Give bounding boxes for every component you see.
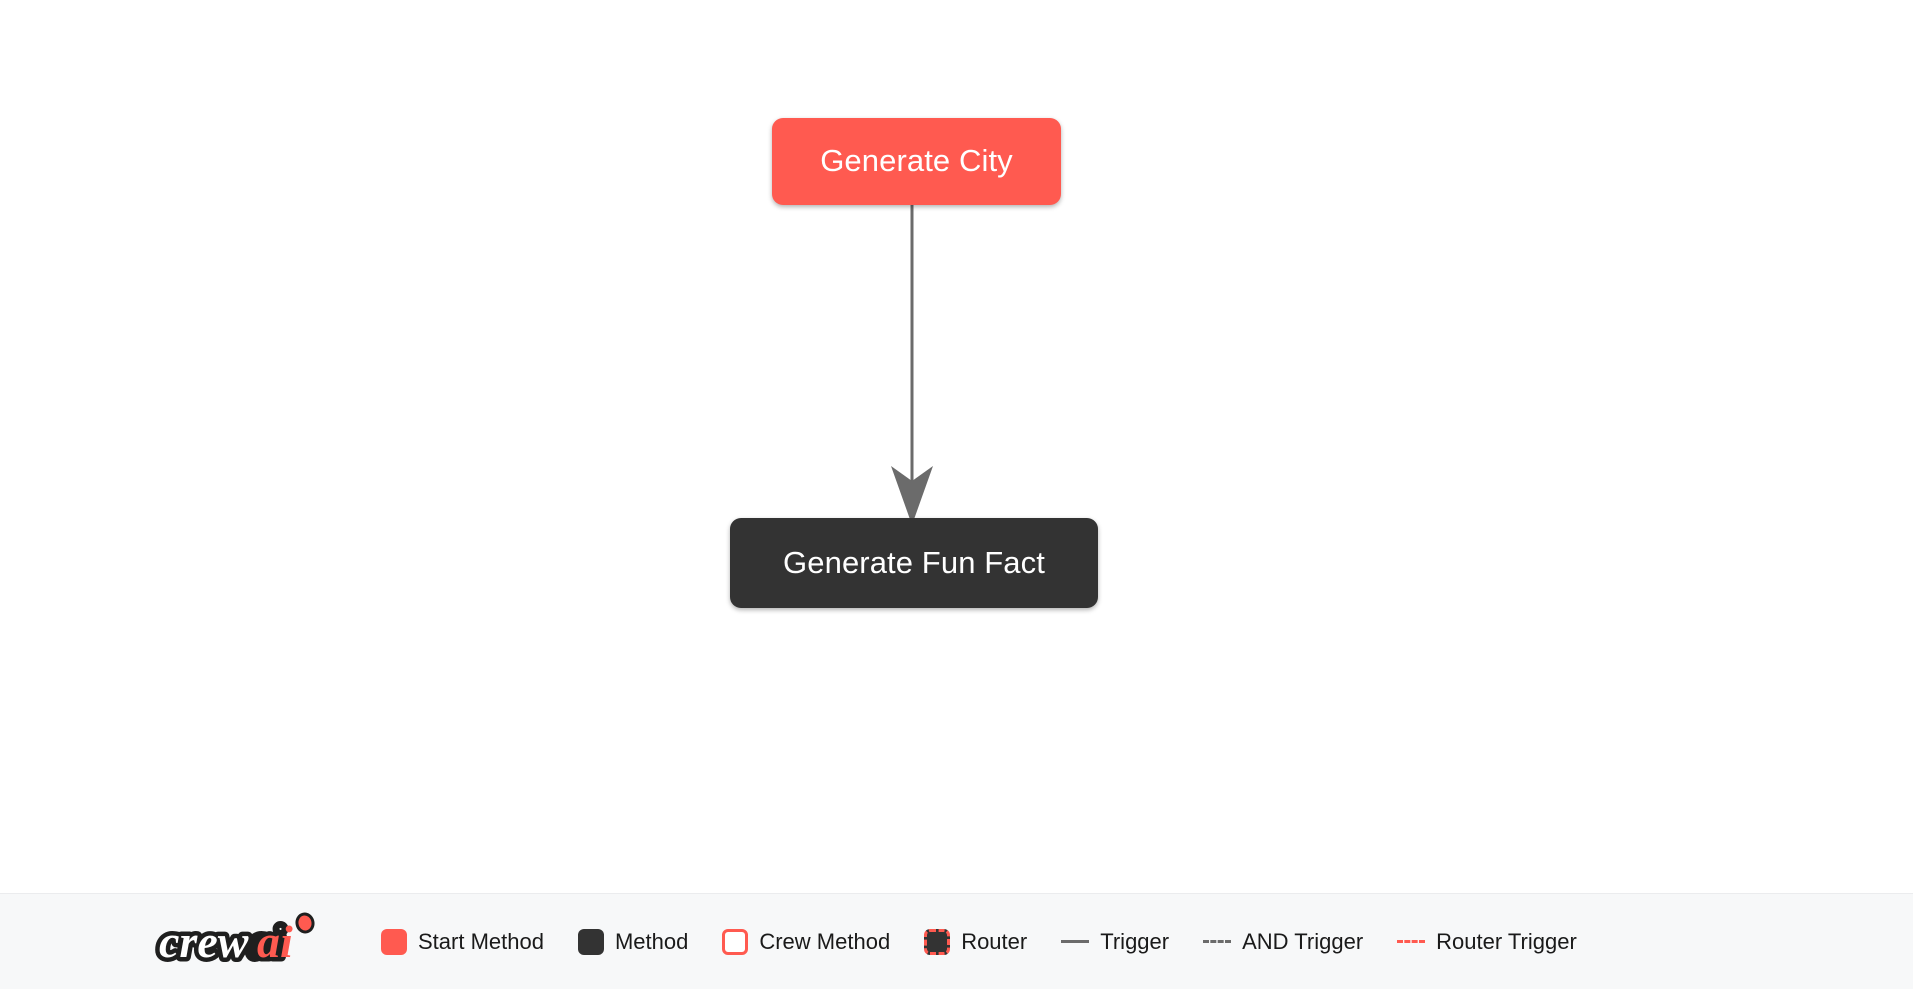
legend-item-method: Method <box>577 928 689 955</box>
edge-arrowhead-icon <box>891 466 933 525</box>
flow-canvas[interactable]: Generate City Generate Fun Fact <box>0 0 1913 893</box>
and-trigger-line-icon <box>1203 940 1232 943</box>
legend-item-label: Router <box>961 928 1028 954</box>
flow-node-label: Generate City <box>820 143 1013 178</box>
legend-item-start-method: Start Method <box>381 928 544 955</box>
legend-item-label: Router Trigger <box>1436 928 1577 954</box>
router-swatch-icon <box>924 928 951 955</box>
trigger-line-icon <box>1061 940 1090 943</box>
legend-item-trigger: Trigger <box>1061 928 1170 954</box>
crewai-logo: crewai crew ai <box>155 911 315 971</box>
crew-method-swatch-icon <box>722 928 749 955</box>
legend-items: Start Method Method Crew Method Router T… <box>381 928 1577 955</box>
flow-node-generate-city[interactable]: Generate City <box>772 118 1061 205</box>
flow-node-generate-fun-fact[interactable]: Generate Fun Fact <box>730 518 1098 608</box>
legend-item-crew-method: Crew Method <box>722 928 891 955</box>
method-swatch-icon <box>577 928 604 955</box>
crewai-logo-text-accent: ai <box>257 916 293 967</box>
legend-bar: crewai crew ai Start Method Method Crew … <box>0 893 1913 989</box>
flow-node-label: Generate Fun Fact <box>783 544 1045 580</box>
legend-item-router-trigger: Router Trigger <box>1397 928 1577 954</box>
legend-item-label: AND Trigger <box>1242 928 1364 954</box>
legend-item-and-trigger: AND Trigger <box>1203 928 1364 954</box>
legend-item-router: Router <box>924 928 1028 955</box>
crewai-logo-outline: crewai <box>159 916 284 967</box>
crewai-logo-dot-icon <box>295 912 315 933</box>
start-method-swatch-icon <box>381 928 407 955</box>
legend-item-label: Crew Method <box>759 928 891 954</box>
crewai-logo-text-primary: crew <box>159 916 249 967</box>
legend-item-label: Trigger <box>1100 928 1170 954</box>
legend-item-label: Method <box>614 928 689 954</box>
router-trigger-line-icon <box>1397 940 1426 943</box>
edge-generate-city-to-generate-fun-fact <box>891 205 933 525</box>
legend-item-label: Start Method <box>418 928 544 954</box>
